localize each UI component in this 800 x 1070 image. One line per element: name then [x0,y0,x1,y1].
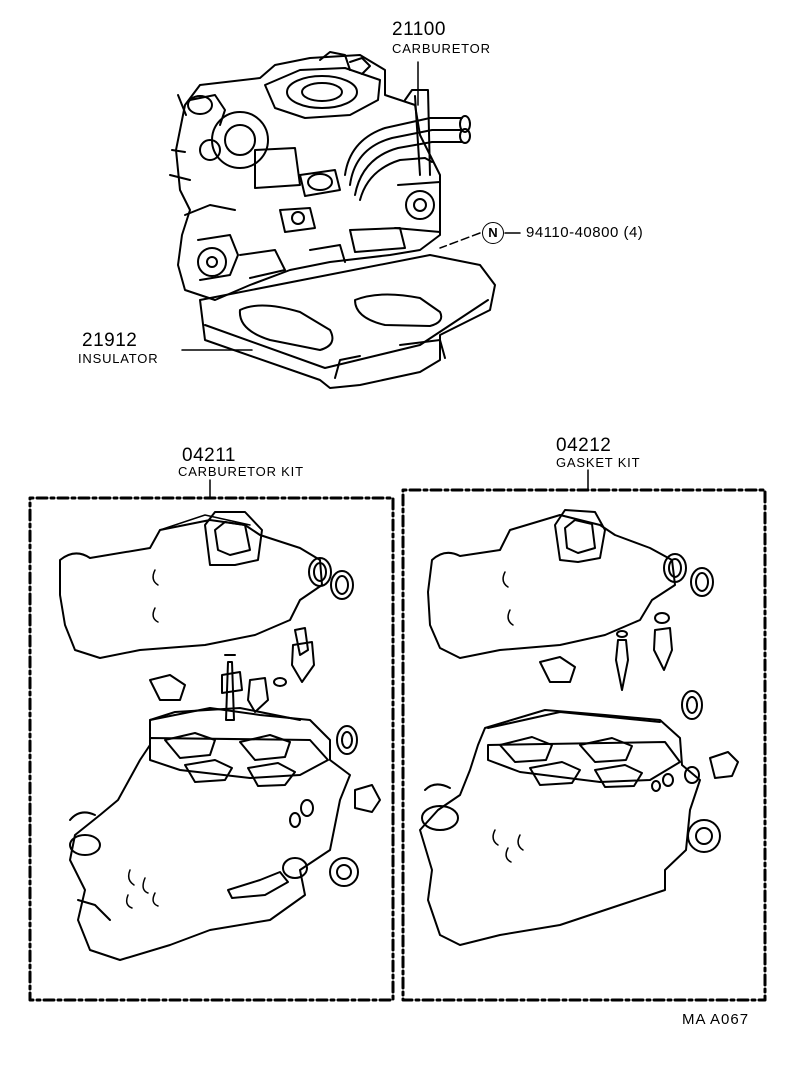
carburetor-kit-part-name: CARBURETOR KIT [178,464,304,479]
gasket-kit-part-name: GASKET KIT [556,455,641,470]
carburetor-kit-part-number: 04211 [182,445,236,466]
carburetor-kit-frame [28,496,395,1002]
carburetor-part-number: 21100 [392,19,446,40]
carburetor-assembly-drawing [169,51,496,389]
n-circle-icon: N [482,222,504,244]
insulator-plate [199,254,496,389]
gasket-kit-frame [401,488,767,1002]
insulator-part-number: 21912 [82,330,138,351]
gasket-kit-part-number: 04212 [556,435,612,456]
gasket-kit-drawing [419,509,739,946]
insulator-part-name: INSULATOR [78,351,159,366]
carburetor-body [175,54,441,301]
carburetor-kit-drawing [59,511,381,961]
carburetor-part-name: CARBURETOR [392,41,491,56]
screw-part-number: 94110-40800 (4) [526,224,644,241]
figure-code: MA A067 [682,1011,750,1028]
